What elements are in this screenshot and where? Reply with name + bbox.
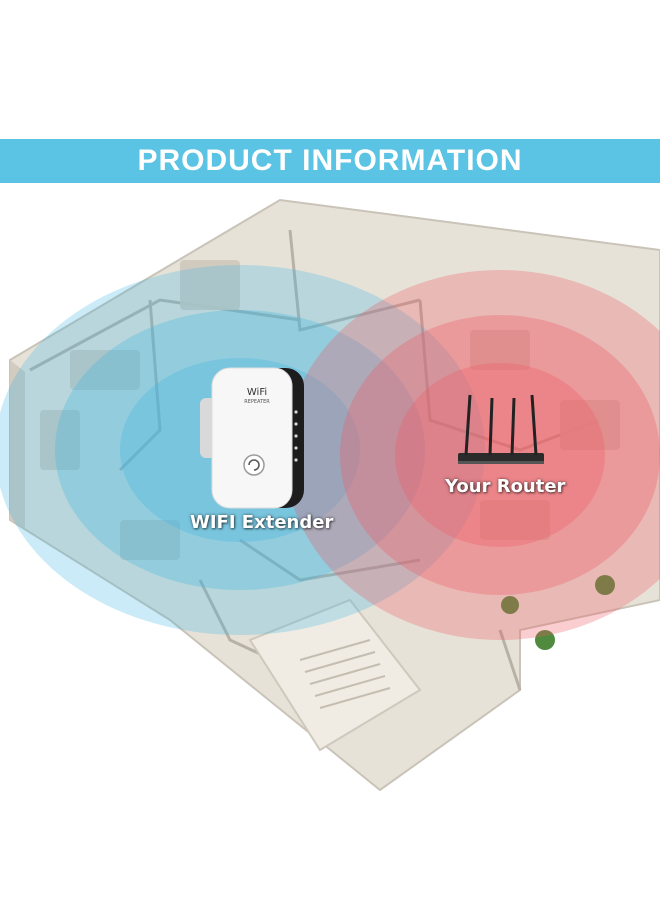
header-banner: PRODUCT INFORMATION [0,139,660,183]
status-led-icons [294,410,298,462]
plants [501,575,615,650]
wifi-extender-device [200,367,304,509]
router-device [458,394,544,464]
banner-title: PRODUCT INFORMATION [137,144,523,177]
device-model-text: REPEATER [244,399,270,405]
courtyard [248,598,422,752]
router-label: Your Router [445,476,566,497]
device-brand-text: WiFi [246,387,268,398]
extender-label: WIFI Extender [190,512,334,533]
house-wall-left [10,360,25,528]
wps-button-icon [243,454,265,476]
stairs [299,639,391,709]
furniture [40,260,620,560]
